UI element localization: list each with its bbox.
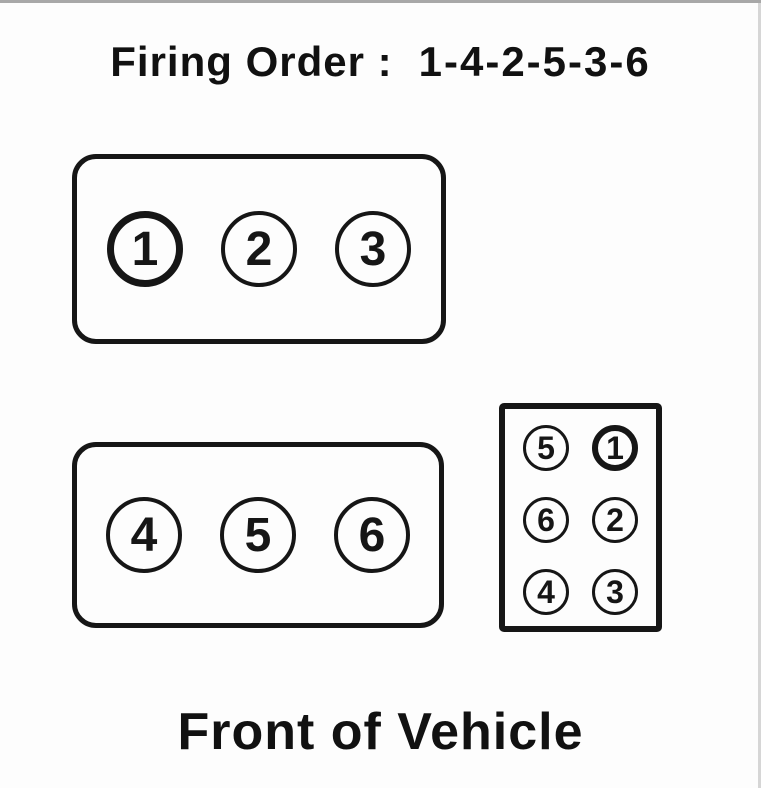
coil-pack: 5 1 6 2 4 3 (499, 403, 662, 632)
cylinder-circle-1: 1 (107, 211, 183, 287)
cylinder-number-5: 5 (244, 508, 272, 562)
coil-circle-3: 3 (592, 569, 638, 615)
cylinder-number-6: 6 (358, 508, 386, 562)
cylinder-bank-123: 1 2 3 (72, 154, 446, 344)
scan-edge-top (0, 0, 761, 3)
scan-edge-right (758, 3, 761, 788)
cylinder-circle-3: 3 (335, 211, 411, 287)
front-of-vehicle-label: Front of Vehicle (177, 703, 584, 761)
coil-circle-1: 1 (592, 425, 638, 471)
coil-row-2: 6 2 (523, 497, 638, 543)
coil-row-1: 5 1 (523, 425, 638, 471)
coil-number-3: 3 (606, 573, 624, 610)
coil-circle-5: 5 (523, 425, 569, 471)
firing-order-label: Firing Order : (110, 38, 393, 85)
coil-number-4: 4 (537, 573, 555, 610)
coil-number-6: 6 (537, 501, 555, 538)
coil-row-3: 4 3 (523, 569, 638, 615)
coil-circle-6: 6 (523, 497, 569, 543)
cylinder-circle-2: 2 (221, 211, 297, 287)
cylinder-number-4: 4 (130, 508, 158, 562)
firing-order-sequence: 1-4-2-5-3-6 (418, 38, 651, 85)
cylinder-number-3: 3 (359, 222, 387, 276)
cylinder-number-1: 1 (131, 222, 159, 276)
coil-circle-2: 2 (592, 497, 638, 543)
cylinder-bank-456: 4 5 6 (72, 442, 444, 628)
coil-circle-4: 4 (523, 569, 569, 615)
coil-number-5: 5 (537, 429, 555, 466)
coil-number-2: 2 (606, 501, 624, 538)
cylinder-circle-5: 5 (220, 497, 296, 573)
page-title: Firing Order : 1-4-2-5-3-6 (0, 38, 761, 86)
coil-number-1: 1 (606, 429, 624, 466)
cylinder-circle-4: 4 (106, 497, 182, 573)
cylinder-number-2: 2 (245, 222, 273, 276)
cylinder-circle-6: 6 (334, 497, 410, 573)
